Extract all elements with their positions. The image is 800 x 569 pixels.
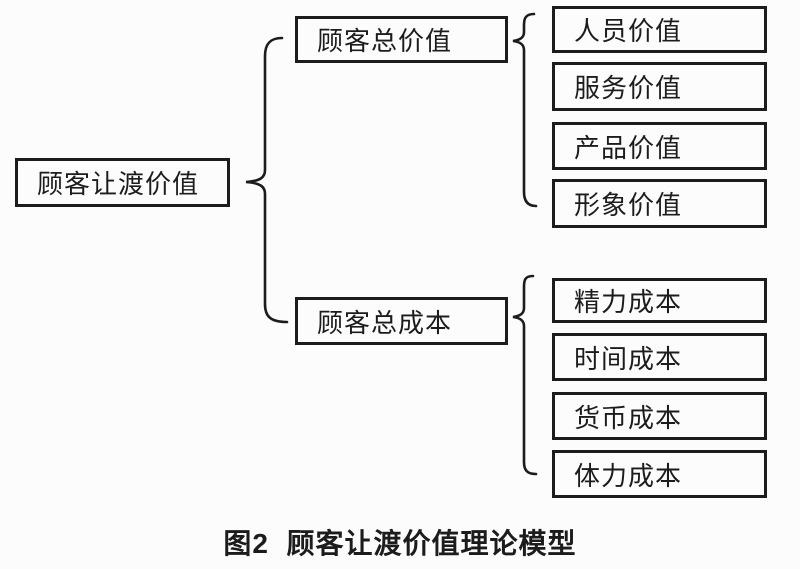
branch-box-total-customer-value: 顾客总价值: [295, 16, 508, 63]
leaf-box-product-value: 产品价值: [552, 122, 767, 170]
leaf-box-label: 人员价值: [574, 17, 683, 46]
figure-caption: 图2 顾客让渡价值理论模型: [223, 528, 577, 559]
root-box-label: 顾客让渡价值: [37, 170, 200, 199]
root-box-customer-delivered-value: 顾客让渡价值: [15, 158, 230, 207]
total-cost-brace: [512, 274, 538, 476]
leaf-box-label: 产品价值: [574, 133, 683, 163]
branch-box-label: 顾客总价值: [317, 27, 453, 56]
leaf-box-label: 形象价值: [574, 191, 683, 220]
leaf-box-personnel-value: 人员价值: [552, 6, 767, 53]
leaf-box-physical-cost: 体力成本: [552, 450, 767, 498]
leaf-box-image-value: 形象价值: [552, 179, 767, 228]
leaf-box-label: 体力成本: [574, 461, 683, 491]
branch-box-label: 顾客总成本: [317, 308, 453, 338]
leaf-box-label: 精力成本: [574, 288, 683, 317]
leaf-box-energy-cost: 精力成本: [552, 278, 767, 323]
branch-box-total-customer-cost: 顾客总成本: [295, 297, 508, 345]
total-value-brace: [512, 12, 538, 208]
leaf-box-service-value: 服务价值: [552, 62, 767, 111]
leaf-box-label: 时间成本: [574, 344, 683, 374]
leaf-box-label: 货币成本: [574, 403, 683, 433]
root-brace: [245, 36, 289, 324]
leaf-box-time-cost: 时间成本: [552, 333, 767, 381]
leaf-box-label: 服务价值: [574, 74, 683, 103]
leaf-box-money-cost: 货币成本: [552, 392, 767, 440]
